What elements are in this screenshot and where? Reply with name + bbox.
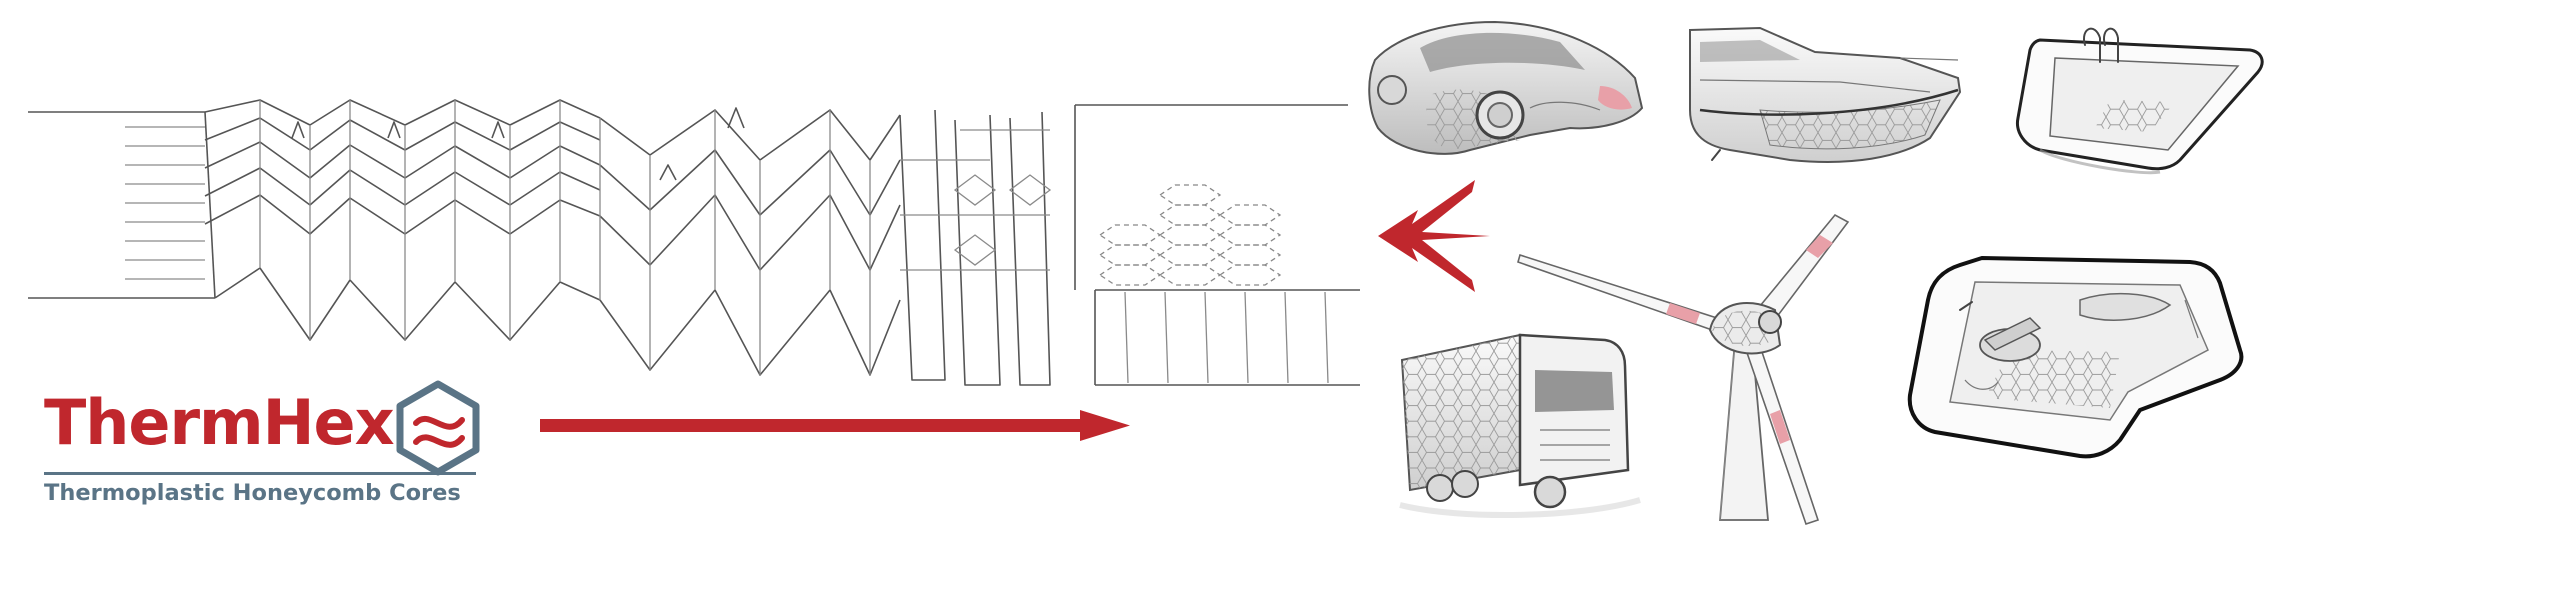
sports-car-icon	[1368, 20, 1644, 155]
folding-process-drawing	[28, 99, 1360, 386]
logo-divider	[44, 472, 476, 475]
wind-turbine-icon	[1517, 213, 1850, 526]
logo-tagline: Thermoplastic Honeycomb Cores	[44, 480, 461, 506]
hexagon-logo-icon	[396, 380, 480, 476]
yacht-icon	[1689, 26, 1962, 163]
shower-tray-icon	[1907, 255, 2244, 459]
folded-stage-2	[599, 107, 901, 376]
hot-tub-icon	[2015, 27, 2264, 175]
folded-stage-1	[204, 99, 601, 341]
truck-icon	[1399, 333, 1641, 519]
arrow-right-icon	[540, 410, 1130, 441]
triple-arrow-left-icon	[1378, 180, 1490, 292]
honeycomb-block	[1074, 104, 1360, 386]
logo-title: ThermHex	[44, 386, 395, 459]
folded-stage-3	[899, 109, 1052, 386]
flat-sheet-lines	[28, 111, 216, 299]
